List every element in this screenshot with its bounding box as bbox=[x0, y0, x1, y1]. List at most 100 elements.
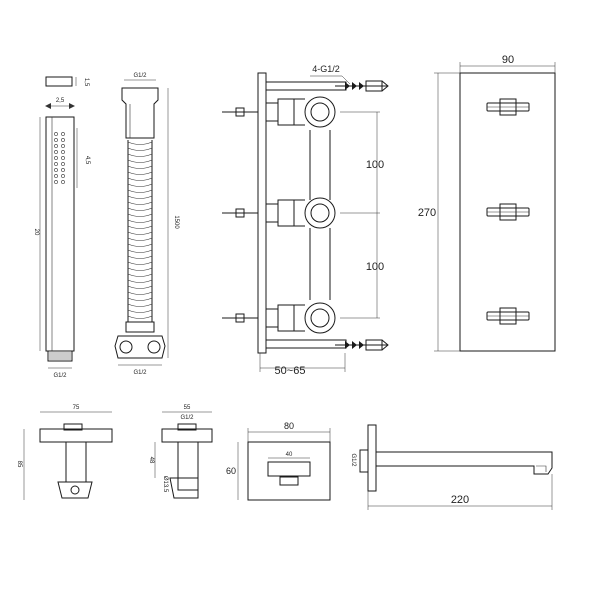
valve-central-pipe bbox=[309, 130, 331, 300]
hose-coil bbox=[127, 291, 153, 295]
hose-coil bbox=[127, 261, 153, 265]
nut-face-right bbox=[147, 340, 161, 354]
hose-coil bbox=[127, 141, 153, 145]
valve-body-drawing: 4-G1/2 100 100 50~65 bbox=[222, 64, 389, 377]
spout-length-label: 220 bbox=[451, 494, 469, 506]
hose-coil bbox=[127, 225, 153, 229]
side-flange bbox=[161, 428, 213, 443]
hose-coil bbox=[127, 249, 153, 253]
cap-thickness-label: 1,5 bbox=[83, 78, 89, 87]
spout-tip-detail bbox=[536, 465, 547, 472]
top-width-label: 2,5 bbox=[56, 98, 65, 104]
valve-spindles bbox=[222, 96, 336, 334]
valve-top-bracket bbox=[265, 81, 347, 91]
valve-spindle-3 bbox=[222, 302, 336, 334]
hose-coil bbox=[127, 195, 153, 199]
side-depth-label: 55 bbox=[184, 405, 191, 411]
hose-coil bbox=[127, 189, 153, 193]
side-stem bbox=[177, 441, 199, 491]
hose-coil bbox=[127, 207, 153, 211]
hose-bottom-nut bbox=[114, 335, 166, 359]
hose-coil bbox=[127, 273, 153, 277]
inlet-screw-bottom bbox=[335, 339, 389, 351]
spacing-2-label: 100 bbox=[366, 261, 384, 273]
thread-lines bbox=[49, 352, 71, 360]
outlet-width-label: 75 bbox=[73, 405, 80, 411]
hose-coil bbox=[127, 213, 153, 217]
hose-coil bbox=[127, 279, 153, 283]
plate-handle-2 bbox=[486, 203, 530, 221]
inlets-label: 4-G1/2 bbox=[312, 64, 340, 74]
hand-shower-drawing: 1,5 2,5 4,5 20 G1/2 bbox=[33, 76, 90, 379]
hose-coil bbox=[127, 303, 153, 307]
holder-hole bbox=[70, 485, 80, 495]
outlet-nut bbox=[63, 423, 83, 431]
inlet-screw-top bbox=[335, 80, 389, 92]
spray-nozzle-dots bbox=[54, 132, 65, 184]
front-plate-outline bbox=[459, 72, 556, 352]
hose-coil bbox=[127, 153, 153, 157]
side-thread-label: G1/2 bbox=[180, 415, 194, 421]
hose-coil bbox=[127, 237, 153, 241]
side-holder bbox=[169, 477, 199, 499]
wall-outlet-front-drawing: 75 85 bbox=[16, 405, 113, 500]
depth-label: 50~65 bbox=[275, 365, 306, 377]
plate-handle-3 bbox=[486, 307, 530, 325]
hose-coil bbox=[127, 267, 153, 271]
hose-coil bbox=[127, 285, 153, 289]
spout-height-label: 60 bbox=[226, 466, 236, 476]
hose-coils bbox=[127, 140, 153, 322]
spacing-1-label: 100 bbox=[366, 159, 384, 171]
spout-inner-label: 40 bbox=[286, 452, 293, 458]
spout-thread-label: G1/2 bbox=[350, 453, 356, 467]
wall-outlet-side-drawing: 55 G1/2 48 Ø13.5 bbox=[148, 405, 213, 499]
outlet-flange bbox=[39, 428, 113, 443]
spout-width-label: 80 bbox=[284, 421, 294, 431]
hose-coil bbox=[127, 243, 153, 247]
hose-bottom-thread-label: G1/2 bbox=[133, 370, 147, 376]
hose-top-nut bbox=[121, 87, 159, 139]
spout-mouth bbox=[267, 461, 311, 477]
hose-coil bbox=[127, 219, 153, 223]
spray-length-label: 4,5 bbox=[84, 156, 90, 165]
valve-spindle-1 bbox=[222, 96, 336, 128]
side-dim-a-label: 48 bbox=[148, 457, 154, 464]
outlet-height-label: 85 bbox=[16, 461, 22, 468]
spout-side-thread bbox=[359, 449, 369, 473]
side-nut bbox=[177, 423, 197, 431]
spout-tab bbox=[279, 476, 299, 486]
hose-length-label: 1500 bbox=[173, 215, 179, 229]
hose-coil bbox=[127, 165, 153, 169]
spout-front-plate bbox=[247, 441, 331, 501]
hose-coil bbox=[127, 297, 153, 301]
hose-coil bbox=[127, 201, 153, 205]
hand-shower-thread bbox=[47, 350, 73, 362]
spout-front-drawing: 80 40 60 bbox=[226, 421, 331, 501]
plate-width-label: 90 bbox=[502, 54, 514, 66]
plate-height-label: 270 bbox=[418, 207, 436, 219]
hose-coil bbox=[127, 255, 153, 259]
outlet-stem bbox=[65, 441, 87, 483]
plate-handles bbox=[486, 98, 530, 325]
hose-top-thread-label: G1/2 bbox=[133, 73, 147, 79]
plate-handle-1 bbox=[486, 98, 530, 116]
spout-side-plate bbox=[367, 424, 377, 492]
valve-mount-plate bbox=[257, 72, 267, 354]
hose-coil bbox=[127, 171, 153, 175]
hand-shower-cap bbox=[45, 76, 73, 87]
spout-side-drawing: G1/2 220 bbox=[350, 424, 553, 510]
holder-cradle bbox=[57, 481, 93, 499]
hose-drawing: G1/2 G1/2 1500 bbox=[114, 73, 179, 376]
side-dim-b-label: Ø13.5 bbox=[162, 476, 168, 493]
hose-coil bbox=[127, 309, 153, 313]
hose-coil bbox=[127, 159, 153, 163]
hand-shower-body bbox=[45, 116, 75, 352]
hose-coil bbox=[127, 177, 153, 181]
hose-coil bbox=[127, 183, 153, 187]
valve-bottom-bracket bbox=[265, 339, 347, 349]
nut-face-left bbox=[119, 340, 133, 354]
bottom-thread-label: G1/2 bbox=[53, 373, 67, 379]
hose-coil bbox=[127, 231, 153, 235]
